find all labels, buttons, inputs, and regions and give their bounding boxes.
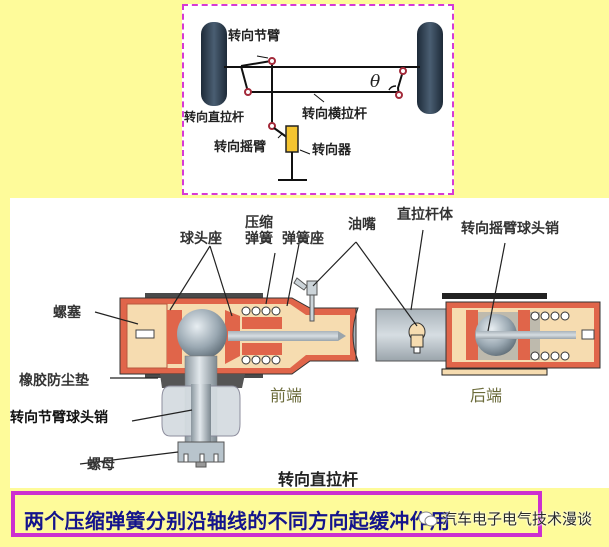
- label-tie-rod: 转向横拉杆: [302, 107, 368, 122]
- label-grease-nipple: 油嘴: [348, 217, 376, 233]
- label-pitman-arm-ball-pin: 转向摇臂球头销: [461, 221, 559, 237]
- label-compression-spring-line2: 弹簧: [245, 231, 273, 247]
- label-rear-end: 后端: [470, 386, 503, 405]
- label-nut: 螺母: [87, 457, 115, 473]
- steering-gear-box-icon: [285, 125, 299, 153]
- watermark: 汽车电子电气技术漫谈: [418, 508, 592, 529]
- diagram-caption: 转向直拉杆: [278, 470, 359, 489]
- label-compression-spring-line1: 压缩: [245, 215, 273, 231]
- label-drag-link-body: 直拉杆体: [397, 207, 453, 223]
- explanation-note-text: 两个压缩弹簧分别沿轴线的不同方向起缓冲作用: [24, 509, 451, 533]
- drag-link-cutaway-drawing: [79, 229, 601, 468]
- watermark-text: 汽车电子电气技术漫谈: [442, 510, 593, 528]
- right-wheel-icon: [417, 22, 443, 114]
- label-steering-gear: 转向器: [312, 143, 352, 158]
- label-drag-link: 转向直拉杆: [184, 110, 245, 124]
- label-plug-screw: 螺塞: [53, 305, 81, 321]
- drag-link-cutaway-diagram: 球头座 压缩 弹簧 弹簧座 油嘴 直拉杆体 转向摇臂球头销 螺塞 橡胶防尘垫 转…: [10, 198, 609, 489]
- wechat-icon: [418, 511, 438, 526]
- label-front-end: 前端: [270, 386, 303, 405]
- label-rubber-dust-cover: 橡胶防尘垫: [19, 373, 89, 389]
- explanation-note-box: 两个压缩弹簧分别沿轴线的不同方向起缓冲作用: [11, 491, 542, 537]
- label-spring-seat: 弹簧座: [282, 231, 324, 247]
- linkage-schematic-drawing: [201, 22, 443, 181]
- angle-theta-symbol: θ: [370, 72, 381, 92]
- label-pitman-arm: 转向摇臂: [214, 140, 267, 155]
- label-knuckle-arm-ball-pin: 转向节臂球头销: [10, 410, 108, 426]
- left-wheel-icon: [201, 22, 227, 106]
- label-ball-seat: 球头座: [180, 231, 222, 247]
- steering-linkage-schematic: 转向节臂 转向直拉杆 转向横拉杆 转向摇臂 转向器 θ: [182, 4, 454, 195]
- label-knuckle-arm: 转向节臂: [228, 29, 281, 44]
